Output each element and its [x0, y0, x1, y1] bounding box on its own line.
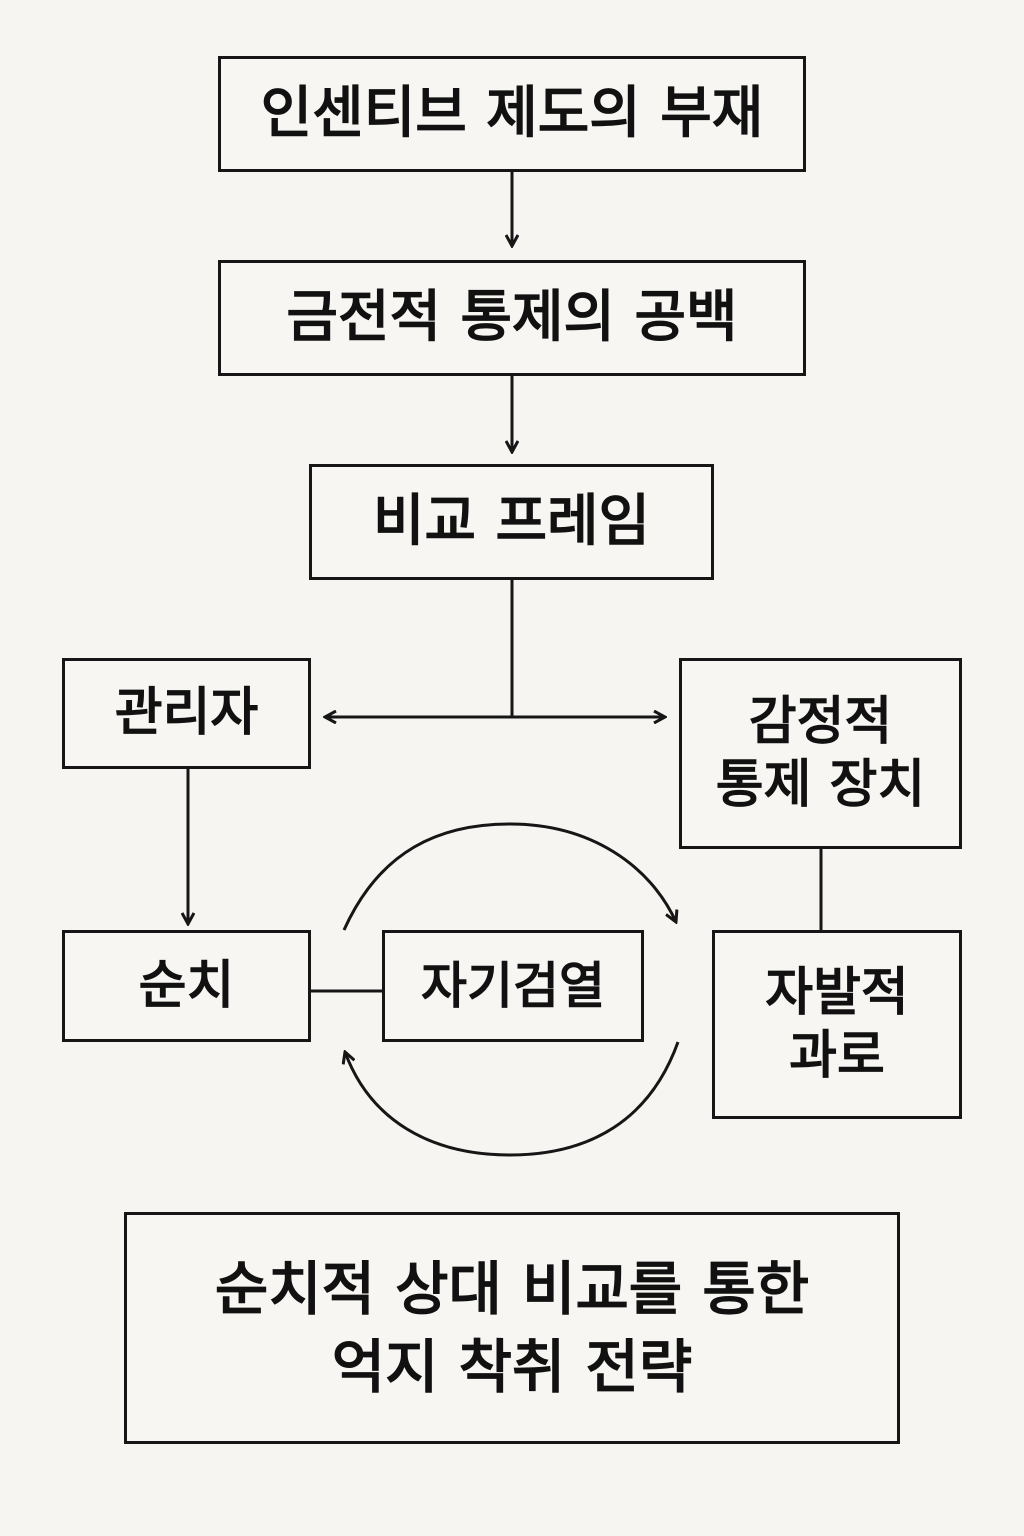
cycle-arrow-bottom: [345, 1041, 680, 1157]
node-label-line-1: 자발적: [765, 963, 909, 1024]
node-incentive-absence: 인센티브 제도의 부재: [218, 56, 806, 172]
node-label: 금전적 통제의 공백: [286, 285, 738, 351]
cycle-arrow-top: [342, 822, 676, 931]
node-comparison-frame: 비교 프레임: [309, 464, 714, 580]
node-voluntary-overwork: 자발적 과로: [712, 930, 962, 1119]
node-monetary-control-gap: 금전적 통제의 공백: [218, 260, 806, 376]
node-label-line-2: 통제 장치: [715, 754, 926, 815]
node-self-censorship: 자기검열: [382, 930, 644, 1042]
node-label-line-1: 감정적: [748, 692, 893, 753]
node-label: 순치: [138, 955, 235, 1016]
node-emotional-control: 감정적 통제 장치: [679, 658, 962, 849]
node-ranking: 순치: [62, 930, 311, 1042]
node-manager: 관리자: [62, 658, 311, 769]
node-label-line-2: 과로: [789, 1025, 885, 1086]
node-label: 관리자: [114, 683, 259, 744]
node-label: 자기검열: [421, 957, 605, 1015]
node-exploitation-strategy: 순치적 상대 비교를 통한 억지 착취 전략: [124, 1212, 900, 1444]
node-label: 인센티브 제도의 부재: [260, 81, 764, 147]
node-label-line-1: 순치적 상대 비교를 통한: [214, 1254, 810, 1323]
node-label-line-2: 억지 착취 전략: [331, 1333, 693, 1401]
node-label: 비교 프레임: [372, 489, 651, 555]
